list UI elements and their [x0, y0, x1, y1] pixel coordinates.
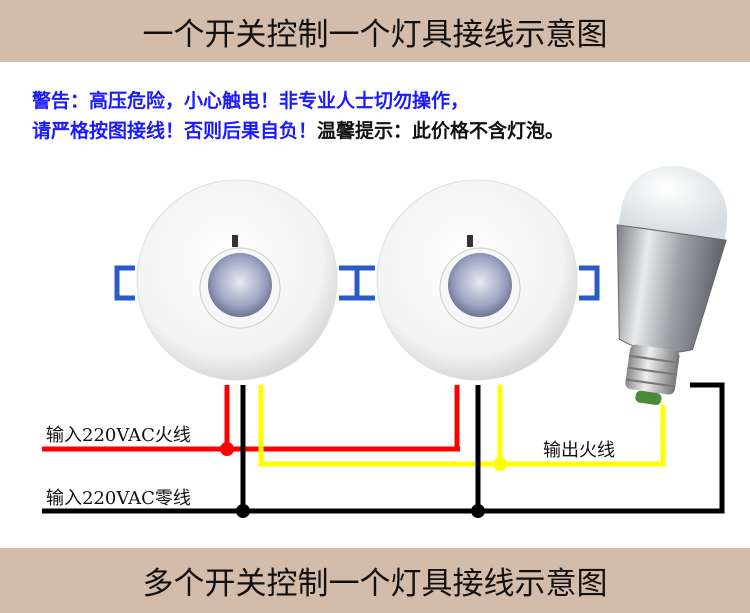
footer-title: 多个开关控制一个灯具接线示意图 [142, 566, 608, 602]
pir-lens [448, 253, 512, 317]
footer-banner: 多个开关控制一个灯具接线示意图 [0, 548, 750, 613]
spring-clip [354, 265, 600, 301]
neutral-wire [42, 382, 725, 514]
junction-dot [220, 442, 234, 456]
led-bulb [616, 166, 728, 405]
junction-dot [471, 504, 485, 518]
neutral-input-label: 输入220VAC零线 [46, 488, 191, 509]
junction-dot [493, 457, 507, 471]
header-banner: 一个开关控制一个灯具接线示意图 [0, 0, 750, 62]
junction-dot [236, 504, 250, 518]
motion-sensor-2 [354, 179, 600, 381]
warning-line-2: 请严格按图接线！否则后果自负！温馨提示：此价格不含灯泡。 [32, 116, 564, 143]
warning-text: 请严格按图接线！否则后果自负！ [32, 120, 318, 142]
live-wire [42, 385, 460, 452]
output-live-wire [258, 385, 666, 467]
live-input-label: 输入220VAC火线 [46, 425, 191, 446]
page-title: 一个开关控制一个灯具接线示意图 [142, 16, 608, 53]
tip-text: 温馨提示：此价格不含灯泡。 [317, 120, 565, 142]
warning-line-1: 警告：高压危险，小心触电！非专业人士切勿操作， [32, 90, 470, 112]
motion-sensor-1 [114, 179, 360, 381]
adjust-knob [232, 235, 238, 247]
pir-lens [208, 253, 272, 317]
live-output-label: 输出火线 [543, 440, 615, 461]
adjust-knob [467, 235, 473, 247]
